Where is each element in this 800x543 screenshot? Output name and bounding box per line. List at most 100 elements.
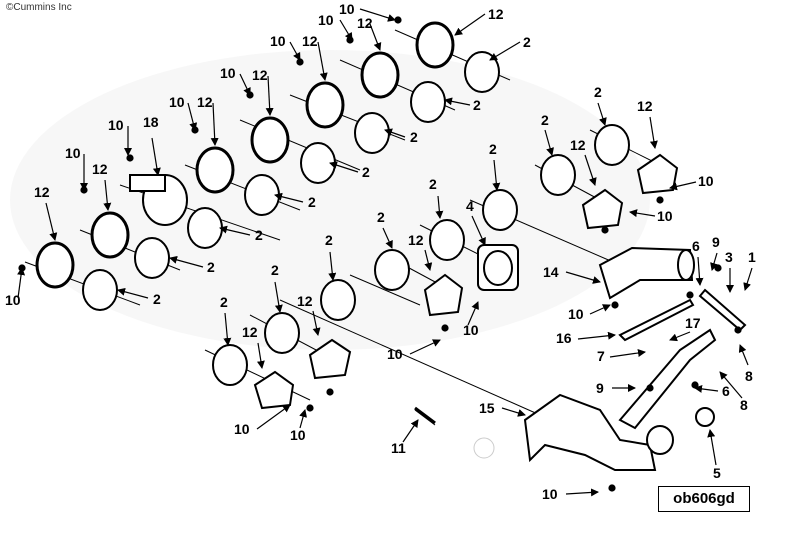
cover-plate (636, 153, 679, 195)
gasket-ring (134, 237, 170, 279)
callout-10: 10 (5, 292, 21, 308)
lower-cover-assemblies (212, 124, 695, 410)
adapter-bore (483, 250, 513, 286)
fastener-capscrew (80, 186, 88, 194)
callout-2: 2 (429, 176, 437, 192)
gasket-ring (244, 174, 280, 216)
bracket-part-3 (698, 288, 747, 332)
callout-12: 12 (252, 67, 268, 83)
callout-arrow (384, 128, 406, 138)
gasket-ring (187, 207, 223, 249)
callout-6: 6 (692, 238, 700, 254)
callout-2: 2 (594, 84, 602, 100)
callout-arrow (409, 339, 441, 355)
callout-8: 8 (745, 368, 753, 384)
cover-plate (581, 188, 624, 230)
callout-10: 10 (270, 33, 286, 49)
callout-15: 15 (479, 400, 495, 416)
pipe-assembly (414, 288, 747, 471)
callout-arrow (369, 23, 382, 51)
callout-leaders (17, 8, 753, 497)
fastener-capscrew (441, 324, 449, 332)
fastener-capscrew (646, 384, 654, 392)
callout-12: 12 (197, 94, 213, 110)
callout-2: 2 (308, 194, 316, 210)
callout-6: 6 (722, 383, 730, 399)
callout-arrow (187, 102, 198, 131)
callout-arrow (577, 331, 616, 340)
callout-2: 2 (153, 291, 161, 307)
callout-arrow (274, 192, 304, 203)
callout-arrow (424, 249, 433, 271)
bracket-part-17 (618, 328, 717, 430)
cover-plate (253, 370, 295, 410)
callout-arrow (359, 8, 396, 22)
fitting-tube (129, 174, 166, 192)
callout-arrow (649, 116, 658, 149)
callout-10: 10 (568, 306, 584, 322)
gasket-ring (429, 219, 465, 261)
callout-arrow (501, 407, 526, 417)
callout-arrow (597, 102, 607, 126)
callout-10: 10 (169, 94, 185, 110)
callout-10: 10 (220, 65, 236, 81)
callout-10: 10 (542, 486, 558, 502)
callout-arrow (694, 384, 719, 393)
fastener-capscrew (691, 381, 699, 389)
callout-16: 16 (556, 330, 572, 346)
callout-8: 8 (740, 397, 748, 413)
callout-2: 2 (410, 129, 418, 145)
callout-4: 4 (466, 198, 474, 214)
callout-arrow (629, 209, 656, 218)
callout-arrow (743, 267, 753, 291)
callout-2: 2 (377, 209, 385, 225)
callout-arrow (444, 97, 471, 106)
cover-plate (35, 241, 75, 289)
callout-14: 14 (543, 264, 559, 280)
callout-9: 9 (712, 234, 720, 250)
callout-10: 10 (339, 1, 355, 17)
callout-2: 2 (255, 227, 263, 243)
callout-arrow (738, 344, 749, 366)
callout-12: 12 (297, 293, 313, 309)
callout-arrow (223, 312, 232, 346)
pipe-outlet (646, 425, 674, 455)
callout-2: 2 (362, 164, 370, 180)
callout-2: 2 (523, 34, 531, 50)
callout-arrow (328, 251, 337, 281)
gasket-ring (594, 124, 630, 166)
callout-arrow (117, 287, 149, 299)
gasket-ring (212, 344, 248, 386)
callout-2: 2 (473, 97, 481, 113)
fastener-capscrew (246, 91, 254, 99)
fastener-capscrew (656, 196, 664, 204)
fastener-capscrew (686, 291, 694, 299)
callout-arrow (299, 409, 307, 429)
callout-arrow (312, 310, 321, 336)
copyright-notice: ©Cummins Inc (6, 2, 72, 13)
callout-arrow (289, 41, 301, 61)
gasket-ring (410, 81, 446, 123)
callout-arrow (256, 404, 291, 430)
callout-9: 9 (596, 380, 604, 396)
callout-arrow (489, 41, 521, 61)
callout-arrow (274, 281, 283, 313)
gasket-ring (300, 142, 336, 184)
callout-10: 10 (698, 173, 714, 189)
callout-12: 12 (357, 15, 373, 31)
cover-plate (423, 273, 464, 317)
callout-12: 12 (408, 232, 424, 248)
callout-11: 11 (391, 440, 406, 456)
callout-arrow (382, 227, 393, 249)
gasket-ring (540, 154, 576, 196)
callout-arrow (589, 304, 611, 315)
cover-plate (250, 116, 290, 164)
gasket-ring (464, 51, 500, 93)
callout-12: 12 (92, 161, 108, 177)
callout-arrow (239, 73, 251, 96)
callout-18: 18 (143, 114, 159, 130)
fastener-capscrew (734, 326, 742, 334)
callout-3: 3 (725, 249, 733, 265)
cover-plate (308, 338, 352, 380)
fastener-capscrew (191, 126, 199, 134)
